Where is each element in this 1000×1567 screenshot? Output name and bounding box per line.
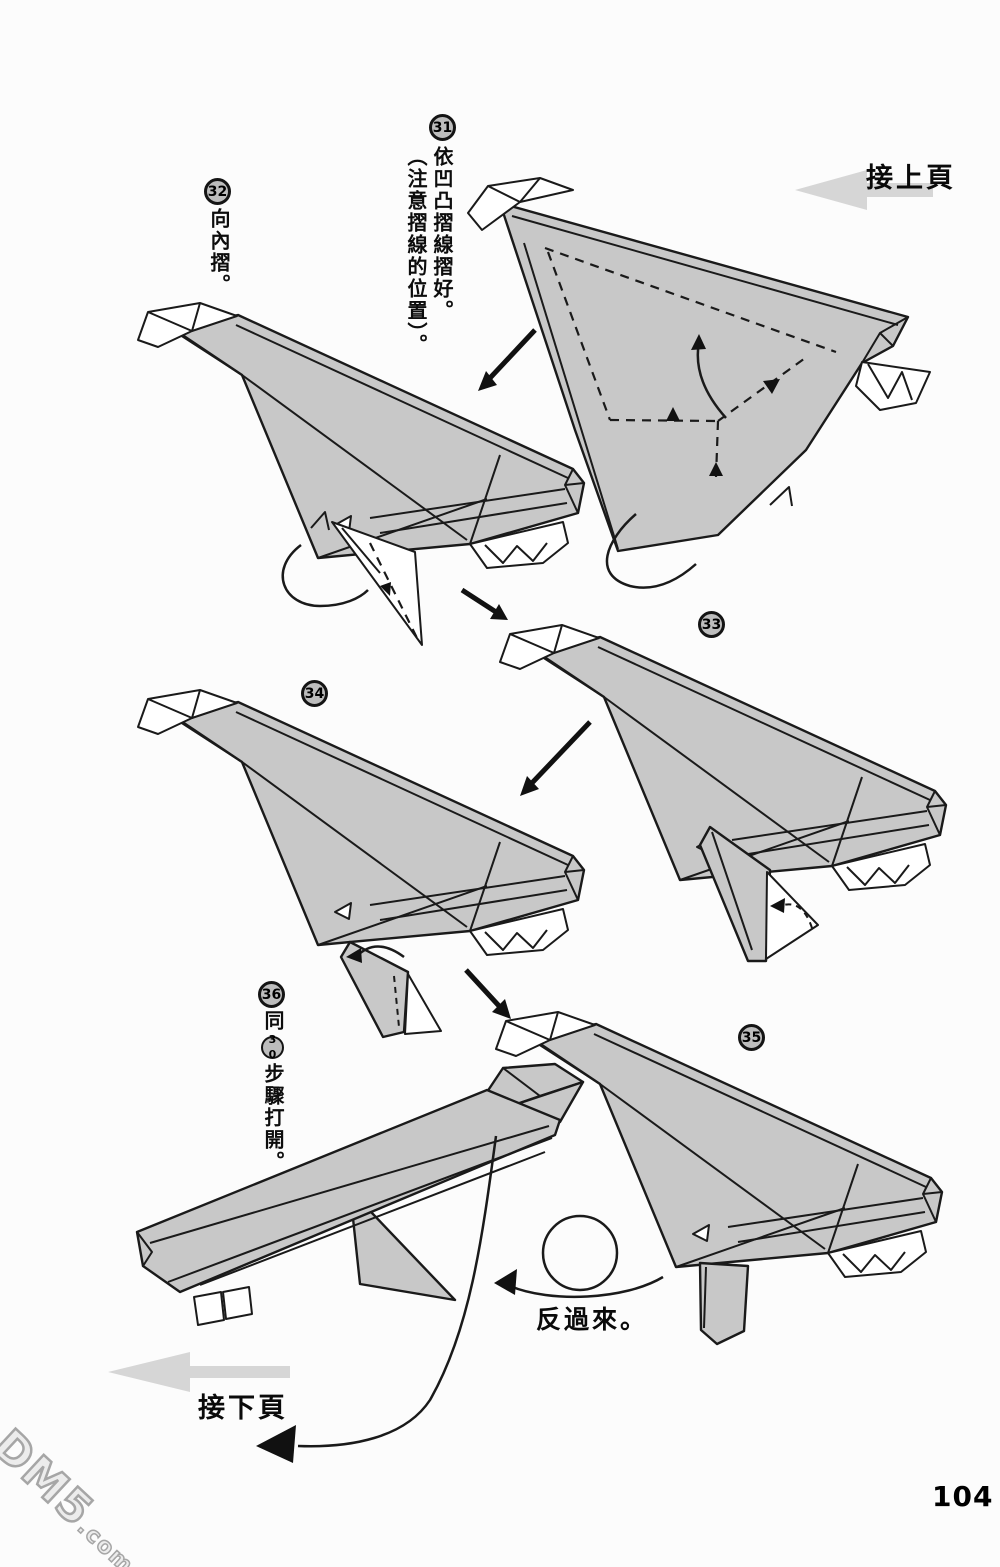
step-badge-31: 31 bbox=[429, 114, 456, 141]
inside-reverse-fold-arc bbox=[281, 544, 369, 608]
step-ref-badge-30: 30 bbox=[260, 1033, 284, 1063]
prev-page-arrow-icon bbox=[795, 170, 933, 210]
step-31-text-line1: 依凹凸摺線摺好。 bbox=[430, 146, 452, 322]
arrow-32-to-33 bbox=[460, 587, 498, 615]
arrow-31-to-32 bbox=[488, 328, 537, 380]
open-arrowhead bbox=[769, 486, 793, 507]
figure-step-36 bbox=[135, 1062, 585, 1463]
step-36-text-post: 步驟打開。 bbox=[261, 1063, 283, 1173]
flip-over-symbol bbox=[494, 1214, 664, 1299]
flip-over-label: 反過來。 bbox=[536, 1306, 649, 1334]
step-32-text: 向內摺。 bbox=[207, 208, 229, 296]
step-32-instruction: 向內摺。 bbox=[205, 208, 231, 338]
figure-step-33 bbox=[498, 623, 948, 963]
step-badge-33: 33 bbox=[698, 611, 725, 638]
wrap-around-arrow bbox=[605, 513, 697, 589]
step-36-text-pre: 同 bbox=[261, 1010, 283, 1032]
arrow-33-to-34 bbox=[529, 720, 592, 786]
figure-step-32 bbox=[136, 301, 586, 646]
figure-step-31 bbox=[467, 177, 931, 589]
step-badge-36: 36 bbox=[258, 981, 285, 1008]
step-badge-35: 35 bbox=[738, 1024, 765, 1051]
step-flow-arrows bbox=[460, 328, 592, 1019]
flip-circle-icon bbox=[541, 1214, 619, 1292]
open-arrowhead bbox=[310, 511, 330, 531]
next-page-label: 接下頁 bbox=[198, 1393, 288, 1423]
flip-arrow-icon bbox=[509, 1275, 664, 1299]
step-36-instruction: 同30步驟打開。 bbox=[259, 1010, 285, 1180]
step-31-text-line2: （注意摺線的位置）。 bbox=[404, 146, 426, 356]
next-page-arrow-icon bbox=[108, 1352, 290, 1392]
figure-step-35 bbox=[494, 1010, 944, 1346]
step-badge-32: 32 bbox=[204, 178, 231, 205]
fold-direction-arrow bbox=[696, 341, 727, 419]
step-31-instruction: 依凹凸摺線摺好。 （注意摺線的位置）。 bbox=[402, 146, 454, 361]
fold-direction-arc bbox=[779, 903, 813, 929]
page-number: 104 bbox=[932, 1480, 994, 1513]
turn-over-sweep-arrow bbox=[297, 1135, 498, 1448]
figure-step-34 bbox=[136, 688, 586, 1039]
arrow-34-to-35 bbox=[464, 968, 502, 1009]
prev-page-label: 接上頁 bbox=[866, 163, 956, 193]
step-badge-34: 34 bbox=[301, 680, 328, 707]
